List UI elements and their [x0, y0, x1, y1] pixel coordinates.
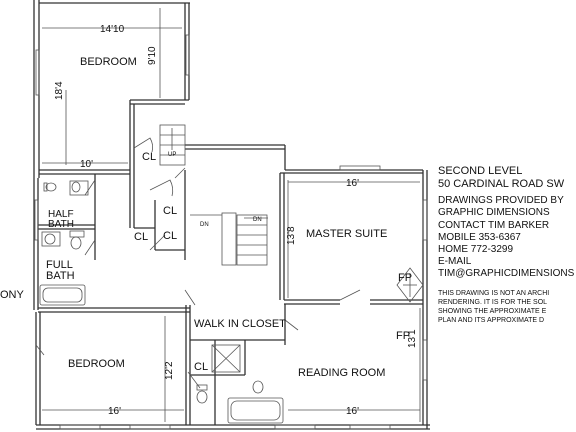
room-label-bedroom-bottom: BEDROOM	[68, 358, 125, 370]
info-disclaimer-line2: RENDERING. IT IS FOR THE SOL	[438, 299, 547, 306]
fixture-half-bath-toilet	[43, 180, 89, 196]
dim-bed-bottom-depth: 12'2	[164, 361, 175, 380]
info-title-line2: 50 CARDINAL ROAD SW	[438, 178, 565, 190]
room-label-balcony: ONY	[0, 289, 25, 301]
stair-up	[159, 124, 186, 166]
room-label-bedroom-top: BEDROOM	[80, 56, 137, 68]
fixture-master-bath	[196, 344, 284, 424]
info-title-line1: SECOND LEVEL	[438, 165, 522, 177]
dim-bed-bottom-width: 16'	[108, 406, 121, 417]
closet-label-3: CL	[134, 231, 148, 243]
info-home: HOME 772-3299	[438, 244, 513, 255]
room-label-walk-in-closet: WALK IN CLOSET	[194, 318, 286, 330]
fireplace-label-1: FP	[398, 272, 412, 284]
info-email: TIM@GRAPHICDIMENSIONS	[438, 268, 575, 279]
fireplace-symbol	[396, 267, 424, 303]
room-label-reading-room: READING ROOM	[298, 367, 385, 379]
fireplace-label-2: FP	[396, 330, 410, 342]
dim-master-depth: 13'8	[286, 226, 297, 245]
info-contact: CONTACT TIM BARKER	[438, 220, 549, 231]
info-disclaimer-line4: PLAN AND ITS APPROXIMATE D	[438, 317, 544, 324]
closet-label-4: CL	[163, 230, 177, 242]
info-provided-line2: GRAPHIC DIMENSIONS	[438, 207, 550, 218]
fixture-full-bath	[39, 230, 86, 306]
room-label-master-suite: MASTER SUITE	[306, 228, 387, 240]
closet-label-5: CL	[194, 361, 208, 373]
room-label-full-bath-line1: FULL	[46, 259, 73, 271]
dim-bed-top-depth: 9'10	[147, 46, 158, 65]
dim-bed-top-left: 18'4	[54, 81, 65, 100]
stair-label-dn-1: DN	[200, 222, 209, 228]
info-email-label: E-MAIL	[438, 256, 472, 267]
stair-down	[190, 212, 268, 266]
room-label-half-bath-line2: BATH	[48, 219, 74, 230]
info-provided-line1: DRAWINGS PROVIDED BY	[438, 195, 564, 206]
stair-label-dn-2: DN	[253, 217, 262, 223]
windows	[34, 34, 428, 430]
dim-reading-depth: 13'1	[407, 329, 418, 348]
room-label-half-bath-line1: HALF	[48, 209, 74, 220]
dim-hall-width: 10'	[80, 159, 93, 170]
info-block: SECOND LEVEL 50 CARDINAL ROAD SW DRAWING…	[438, 165, 575, 324]
door-swings	[35, 137, 361, 389]
dim-master-width: 16'	[346, 178, 359, 189]
info-mobile: MOBILE 353-6367	[438, 232, 521, 243]
room-label-full-bath-line2: BATH	[46, 270, 75, 282]
dim-bed-top-width: 14'10	[100, 24, 125, 35]
info-disclaimer-line3: SHOWING THE APPROXIMATE E	[438, 308, 547, 315]
closet-label-1: CL	[142, 151, 156, 163]
stair-label-up: UP	[168, 152, 176, 158]
closet-label-2: CL	[163, 205, 177, 217]
dimension-lines	[42, 8, 421, 422]
info-disclaimer-line1: THIS DRAWING IS NOT AN ARCHI	[438, 290, 549, 297]
dim-reading-width: 16'	[346, 406, 359, 417]
